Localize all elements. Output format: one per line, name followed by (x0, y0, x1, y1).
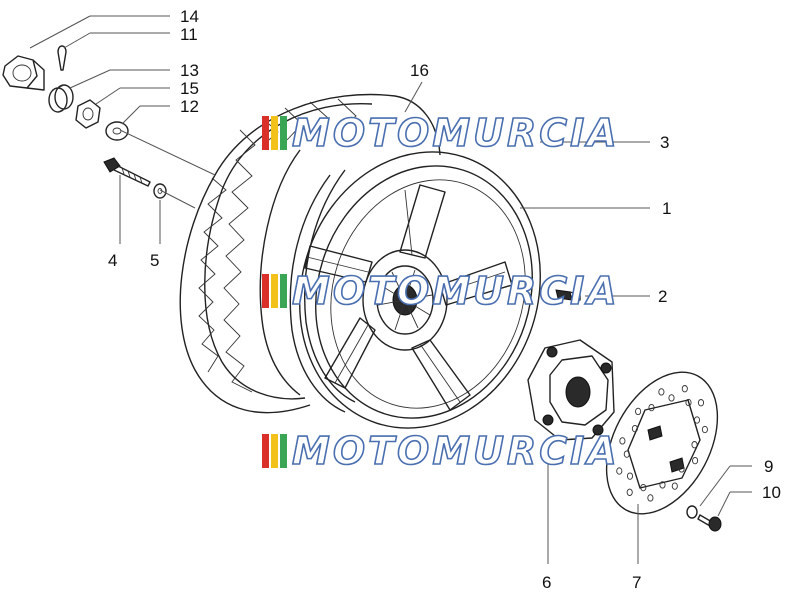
watermark-text: MOTOMURCIA (292, 269, 620, 313)
disc-vent-hole (693, 416, 701, 424)
callout-7: 7 (632, 573, 641, 592)
disc-vent-hole (668, 394, 675, 402)
callout-13: 13 (180, 61, 199, 80)
watermark-middle: MOTOMURCIA (262, 268, 620, 314)
disc-vent-hole (659, 481, 666, 489)
disc-vent-hole (616, 467, 623, 475)
disc-vent-hole (692, 456, 699, 465)
callout-2: 2 (658, 287, 667, 306)
callout-labels: 14 11 13 15 12 16 3 1 4 5 2 9 10 6 7 (108, 7, 781, 592)
callout-4: 4 (108, 251, 117, 270)
disc-vent-hole (701, 425, 708, 434)
disc-vent-hole (681, 385, 688, 393)
washer-12 (105, 121, 129, 141)
callout-1: 1 (662, 199, 671, 218)
disc-carrier-hub (527, 339, 615, 441)
disc-vent-hole (626, 472, 634, 480)
disc-vent-hole (648, 403, 655, 412)
callout-15: 15 (180, 79, 199, 98)
bolt-10 (697, 514, 722, 532)
valve-stem (555, 289, 581, 301)
disc-vent-hole (640, 483, 647, 492)
hex-nut (75, 99, 101, 129)
disc-vent-hole (635, 407, 642, 416)
bolt-4 (103, 157, 151, 187)
watermark-top: MOTOMURCIA (262, 110, 620, 156)
disc-vent-hole (631, 424, 638, 433)
disc-vent-hole (647, 494, 654, 502)
watermark-bottom: MOTOMURCIA (262, 428, 620, 474)
disc-vent-hole (626, 488, 633, 496)
spacer-ring (48, 84, 74, 113)
disc-vent-hole (697, 399, 705, 407)
callout-5: 5 (150, 251, 159, 270)
wheel-hub (362, 249, 448, 351)
callout-10: 10 (762, 483, 781, 502)
wheel-spokes (304, 184, 513, 411)
washer-5 (153, 183, 167, 199)
disc-vent-hole (678, 465, 685, 473)
disc-vent-hole (685, 398, 692, 407)
brake-disc (605, 371, 719, 515)
callout-14: 14 (180, 7, 199, 26)
disc-vent-hole (658, 388, 665, 396)
callout-9: 9 (764, 457, 773, 476)
watermark-text: MOTOMURCIA (292, 429, 620, 473)
callout-6: 6 (542, 573, 551, 592)
disc-holes (616, 385, 708, 502)
callout-16: 16 (410, 61, 429, 80)
disc-vent-hole (623, 450, 630, 458)
callout-12: 12 (180, 97, 199, 116)
cotter-pin (57, 45, 67, 71)
callout-3: 3 (660, 133, 669, 152)
axle-nut (2, 55, 45, 91)
watermark-text: MOTOMURCIA (292, 111, 620, 155)
disc-vent-hole (619, 437, 626, 445)
disc-vent-hole (691, 441, 698, 449)
callout-11: 11 (180, 25, 198, 44)
washer-9 (686, 505, 698, 519)
disc-vent-hole (671, 482, 678, 490)
leader-lines (29, 15, 752, 564)
